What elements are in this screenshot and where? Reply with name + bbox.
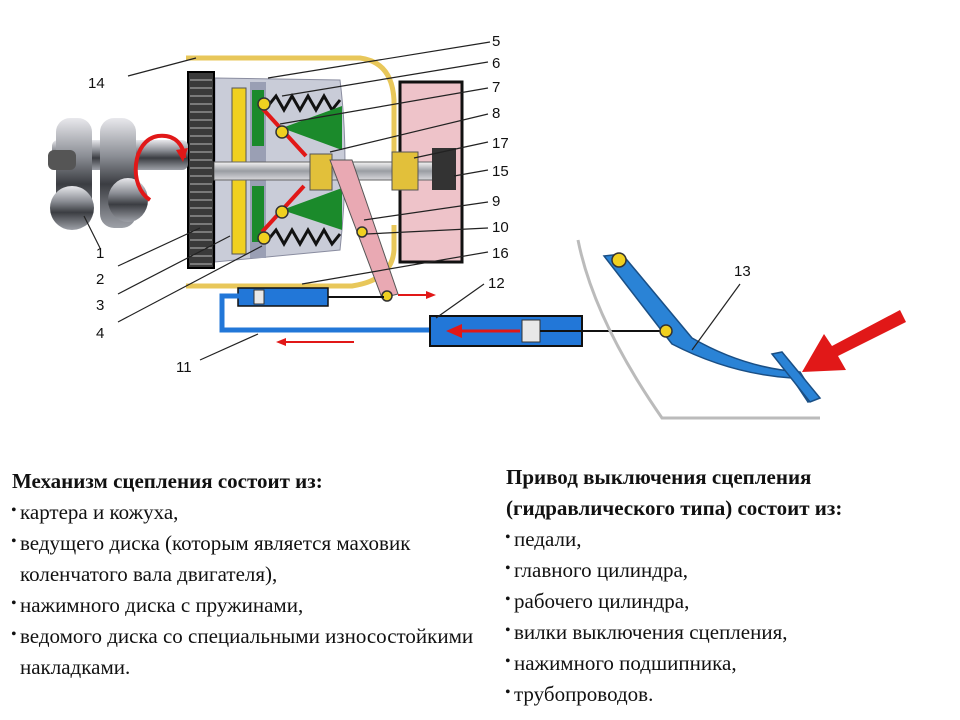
callout-17: 17 xyxy=(492,135,509,152)
spline-hub xyxy=(309,153,333,191)
clutch-diagram: 1 2 3 4 5 6 7 8 9 10 11 12 13 14 15 16 1… xyxy=(48,33,906,420)
pivot-points xyxy=(257,97,393,302)
list-item: нажимного подшипника, xyxy=(505,646,951,679)
clutch-mechanism-list: картера и кожуха, ведущего диска (которы… xyxy=(11,495,492,683)
callout-9: 9 xyxy=(492,193,500,210)
callout-5: 5 xyxy=(492,33,500,50)
release-bearing xyxy=(391,151,419,191)
clutch-drive-description: Привод выключения сцепления (гидравличес… xyxy=(505,462,951,710)
callout-leaders xyxy=(83,41,741,361)
clutch-drive-list: педали, главного цилиндра, рабочего цили… xyxy=(505,522,951,710)
gearbox-gear xyxy=(432,148,456,190)
list-item: трубопроводов. xyxy=(505,677,951,710)
callout-12: 12 xyxy=(488,275,505,292)
callout-1: 1 xyxy=(96,245,104,262)
callout-4: 4 xyxy=(96,325,104,342)
callout-8: 8 xyxy=(492,105,500,122)
list-item: педали, xyxy=(505,522,951,555)
callout-3: 3 xyxy=(96,297,104,314)
pedal-bracket xyxy=(576,239,820,420)
clutch-mechanism-title: Механизм сцепления состоит из: xyxy=(12,469,323,493)
list-item: ведущего диска (которым является маховик… xyxy=(11,526,492,590)
rotation-arrowhead xyxy=(176,148,188,162)
clutch-mechanism-description: Механизм сцепления состоит из: картера и… xyxy=(11,466,492,683)
list-item: нажимного диска с пружинами, xyxy=(11,588,492,621)
callout-10: 10 xyxy=(492,219,509,236)
callout-13: 13 xyxy=(734,263,751,280)
callout-11: 11 xyxy=(176,359,192,376)
list-item: вилки выключения сцепления, xyxy=(505,615,951,648)
working-cylinder xyxy=(237,287,384,307)
clutch-pedal xyxy=(602,252,822,403)
crankshaft xyxy=(48,118,188,230)
clutch-housing-outline xyxy=(186,55,397,160)
callout-16: 16 xyxy=(492,245,509,262)
rotation-arrow xyxy=(133,133,186,202)
force-arrow xyxy=(802,310,906,372)
list-item: рабочего цилиндра, xyxy=(505,584,951,617)
clutch-drive-title: Привод выключения сцепления (гидравличес… xyxy=(506,465,843,520)
list-item: ведомого диска со специальными износосто… xyxy=(11,619,492,683)
callout-7: 7 xyxy=(492,79,500,96)
callout-6: 6 xyxy=(492,55,500,72)
list-item: картера и кожуха, xyxy=(11,495,492,528)
callout-15: 15 xyxy=(492,163,509,180)
list-item: главного цилиндра, xyxy=(505,553,951,586)
flywheel xyxy=(187,71,215,269)
hydraulic-line xyxy=(219,293,432,333)
driven-disc-linings xyxy=(252,90,342,242)
pressure-springs xyxy=(266,92,342,248)
callout-2: 2 xyxy=(96,271,104,288)
flow-arrows xyxy=(276,291,520,346)
callout-14: 14 xyxy=(88,75,105,92)
